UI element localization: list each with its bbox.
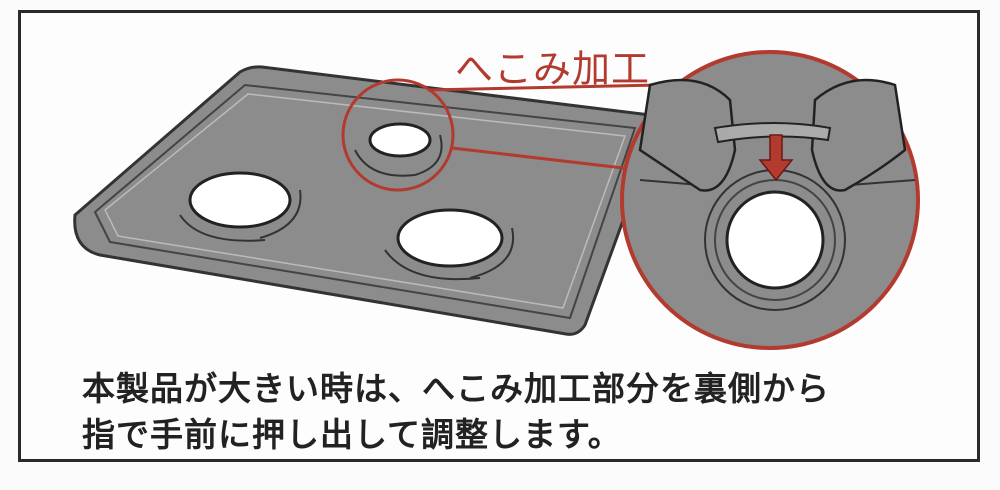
burner-hole-top xyxy=(368,122,432,158)
burner-hole-right xyxy=(396,208,504,268)
instruction-line-1: 本製品が大きい時は、へこみ加工部分を裏側から xyxy=(82,369,830,408)
burner-hole-left xyxy=(188,171,292,229)
dent-process-label: へこみ加工 xyxy=(455,47,651,91)
dent-callout-circle xyxy=(341,78,455,192)
magnified-hole xyxy=(725,190,825,290)
tray-inner-rim xyxy=(93,83,637,320)
left-hand xyxy=(638,78,737,192)
instruction-line-2: 指で手前に押し出して調整します。 xyxy=(82,415,622,454)
right-hand xyxy=(810,78,907,192)
push-arrow-icon xyxy=(758,134,794,182)
